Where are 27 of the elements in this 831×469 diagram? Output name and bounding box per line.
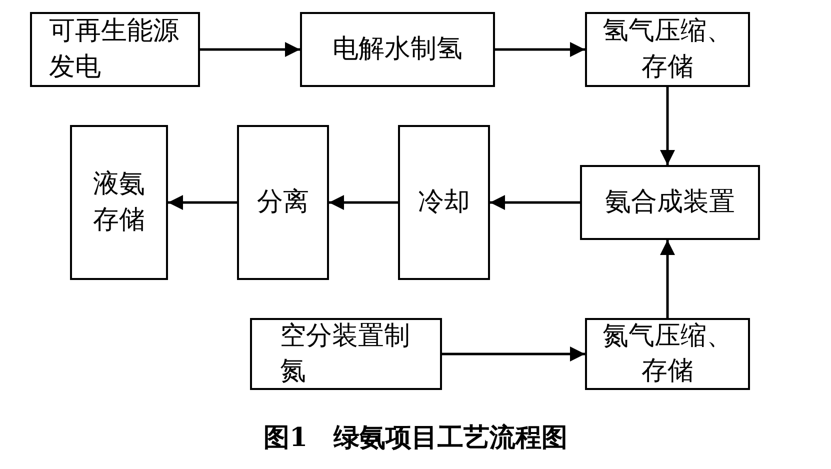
process-box [70,125,168,280]
process-label: 分离 [256,186,310,219]
process-box [585,12,750,87]
arrow [490,195,580,210]
process-label: 氨合成装置 [604,186,736,219]
process-box [580,165,760,240]
process-label: 冷却 [417,186,471,219]
process-label: 空分装置制氮 [280,320,411,388]
process-box [585,318,750,390]
arrow [442,346,585,362]
process-box [237,125,329,280]
process-label: 液氨存储 [92,168,146,236]
arrow [660,87,675,165]
process-label: 氮气压缩、存储 [602,320,734,388]
process-label: 氢气压缩、存储 [602,15,734,84]
figure-caption: 图1 绿氨项目工艺流程图 [262,422,569,455]
arrow [660,240,675,318]
process-label: 可再生能源发电 [49,15,180,84]
process-box [30,12,200,87]
process-box [300,12,495,87]
arrow [329,195,398,210]
arrow [168,195,237,210]
arrow [495,42,585,57]
process-label: 电解水制氢 [332,32,464,66]
process-box [398,125,490,280]
process-box [250,318,442,390]
arrow [200,42,300,57]
